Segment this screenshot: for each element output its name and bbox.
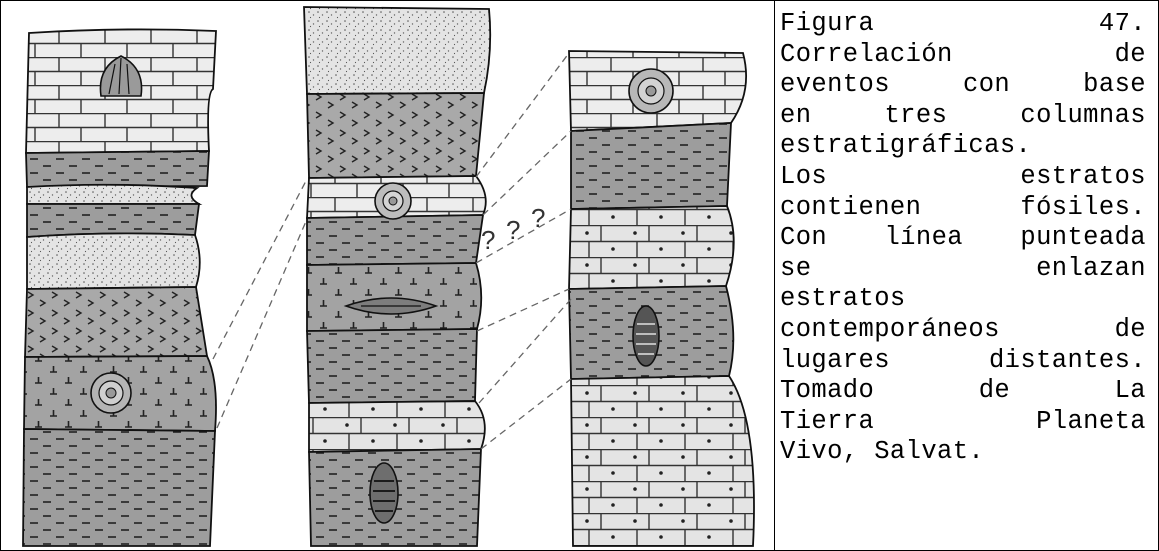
caption-line: se enlazan <box>780 254 1146 285</box>
figure-cell: ? ? ? <box>1 1 775 550</box>
caption-line: Los estratos <box>780 162 1146 193</box>
trilobite-icon <box>370 463 398 523</box>
correlation-line <box>483 131 571 215</box>
question-mark: ? <box>481 225 495 255</box>
question-marks: ? ? ? <box>481 203 545 255</box>
layer-sandstone <box>27 185 199 204</box>
layer-volcanic <box>25 287 207 357</box>
correlation-line <box>477 289 569 331</box>
caption-line: Figura 47. <box>780 9 1146 40</box>
layer-dolomite <box>569 206 734 289</box>
caption-line: Tomado de La <box>780 376 1146 407</box>
layer-dolomite <box>309 401 485 452</box>
caption-cell: Figura 47. Correlación de eventos con ba… <box>775 1 1158 550</box>
layer-shale <box>26 151 209 187</box>
column-middle <box>304 7 490 546</box>
caption-line: estratos <box>780 284 1146 315</box>
correlation-line <box>479 299 571 403</box>
ammonite-icon <box>375 183 411 219</box>
caption-line: Tierra Planeta <box>780 407 1146 438</box>
column-right <box>569 51 754 546</box>
correlation-line <box>476 53 569 177</box>
caption-line: estratigráficas. <box>780 131 1146 162</box>
caption-line: contemporáneos de <box>780 315 1146 346</box>
layer-shale <box>23 429 215 546</box>
layer-dolomite <box>571 376 754 546</box>
layer-sandstone <box>304 7 490 94</box>
ammonite-icon <box>91 373 131 413</box>
caption-line: Con línea punteada <box>780 223 1146 254</box>
caption-line: eventos con base <box>780 70 1146 101</box>
layer-shale <box>27 204 199 237</box>
caption-line: Correlación de <box>780 40 1146 71</box>
layer-shale <box>571 123 731 209</box>
trilobite-icon <box>633 306 659 366</box>
caption-line: en tres columnas <box>780 101 1146 132</box>
layer-shale <box>307 215 483 265</box>
layer-volcanic <box>307 93 484 178</box>
layer-shale <box>307 329 477 403</box>
column-left <box>23 29 216 546</box>
stratigraphic-columns-diagram: ? ? ? <box>1 1 774 550</box>
caption-line: lugares distantes. <box>780 346 1146 377</box>
layer-sandstone <box>27 233 200 289</box>
question-mark: ? <box>506 215 520 245</box>
ammonite-icon <box>629 69 673 113</box>
correlation-line <box>481 379 571 449</box>
figure-caption: Figura 47. Correlación de eventos con ba… <box>780 9 1146 468</box>
layer-tee-limestone <box>307 263 481 331</box>
caption-line: contienen fósiles. <box>780 193 1146 224</box>
question-mark: ? <box>531 203 545 233</box>
caption-line: Vivo, Salvat. <box>780 437 1146 468</box>
correlation-line <box>217 219 307 428</box>
correlation-line <box>213 179 307 359</box>
